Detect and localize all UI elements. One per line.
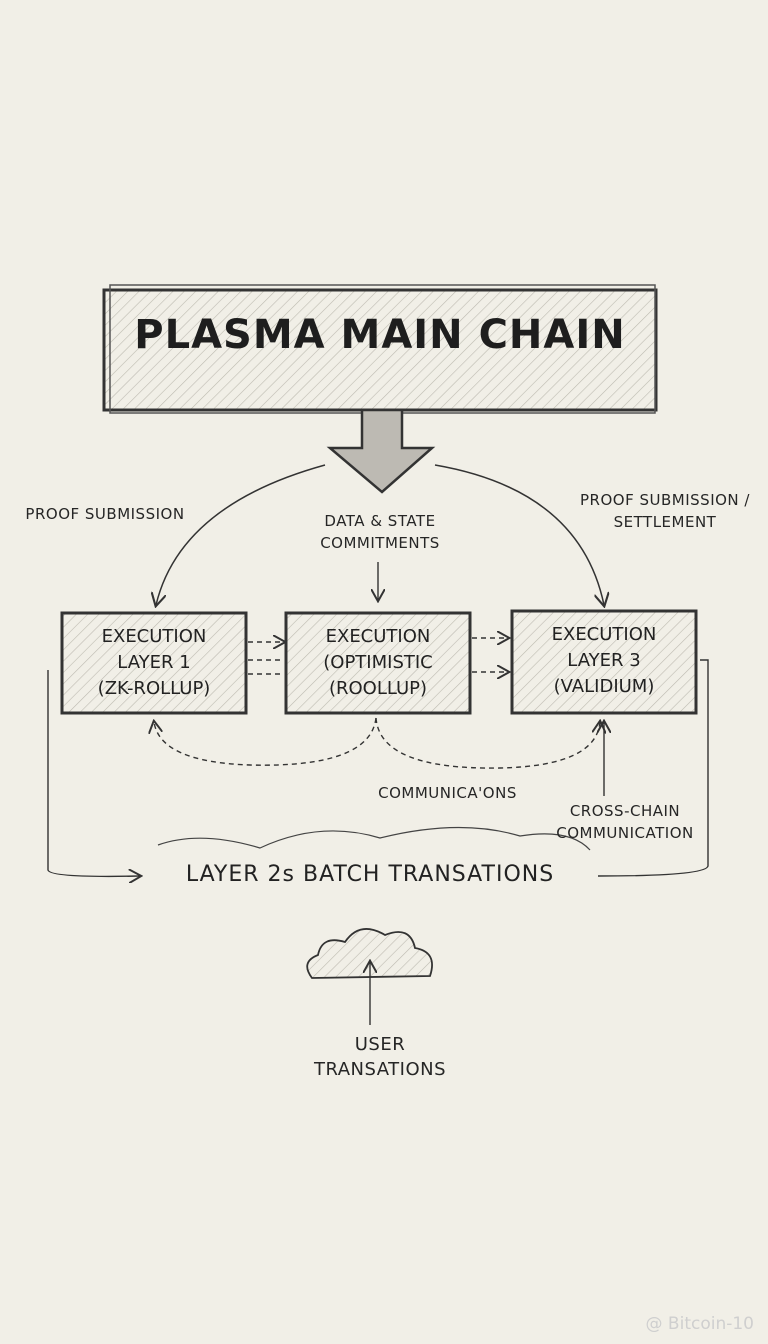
execution-box-1: EXECUTION LAYER 1 (ZK-ROLLUP) xyxy=(97,626,211,699)
batch-transactions-label: LAYER 2s BATCH TRANSATIONS xyxy=(185,862,555,887)
cross-chain-label: CROSS-CHAIN COMMUNICATION xyxy=(556,802,694,842)
user-transactions-label: USER TRANSATIONS xyxy=(313,1034,447,1080)
down-arrow xyxy=(326,408,436,494)
box-1-rect xyxy=(60,611,248,715)
box-2-rect xyxy=(284,611,472,715)
main-chain-title: PLASMA MAIN CHAIN xyxy=(134,312,626,358)
proof-left-arrow xyxy=(156,464,326,605)
proof-submission-label: PROOF SUBMISSION xyxy=(25,505,185,523)
proof-settlement-label: PROOF SUBMISSION / SETTLEMENT xyxy=(580,491,750,531)
main-chain-box xyxy=(102,288,658,412)
proof-right-arrow xyxy=(434,464,604,605)
cloud-icon xyxy=(306,928,433,979)
execution-box-2: EXECUTION (OPTIMISTIC (ROOLLUP) xyxy=(323,626,433,699)
communications-label: COMMUNICA'ONS xyxy=(378,784,517,802)
box-3-rect xyxy=(510,609,698,715)
data-state-label: DATA & STATE COMMITMENTS xyxy=(320,512,440,552)
watermark: @ Bitcoin-10 xyxy=(645,1314,754,1334)
execution-box-3: EXECUTION LAYER 3 (VALIDIUM) xyxy=(551,624,657,697)
